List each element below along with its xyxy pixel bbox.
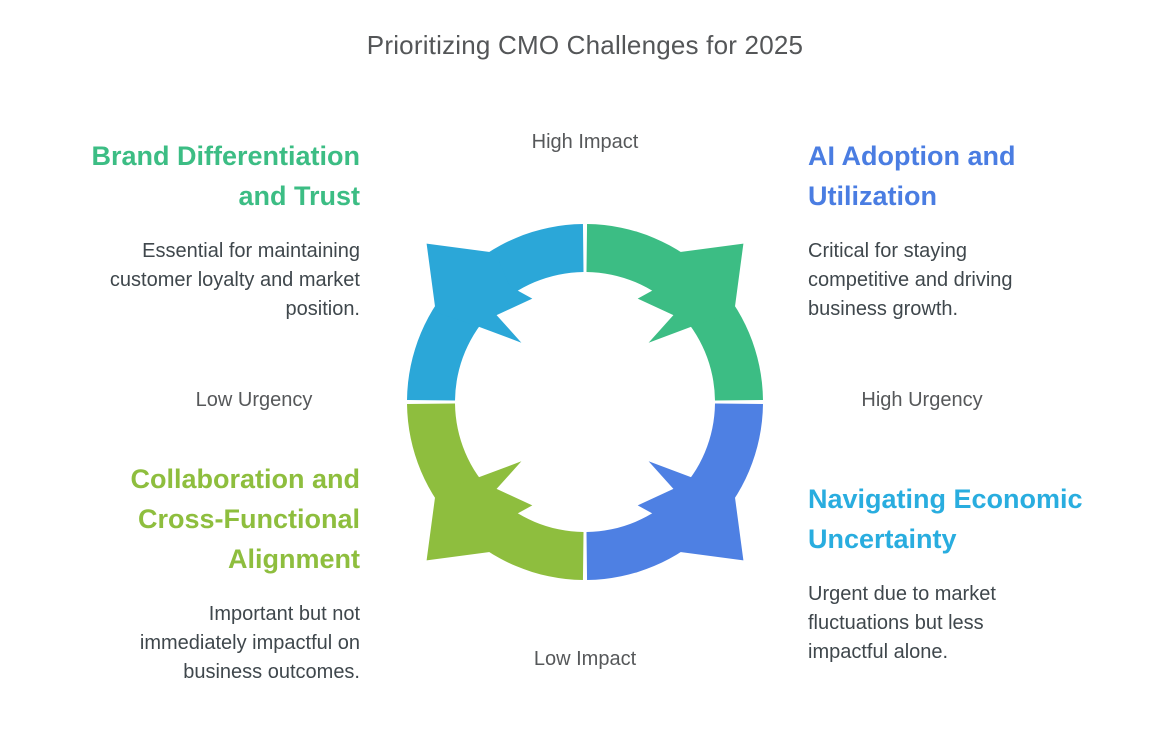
ring-segment-bottom-right (586, 403, 763, 580)
quadrant-economic-uncertainty: Navigating Economic Uncertainty Urgent d… (808, 479, 1138, 667)
quadrant-title: Navigating Economic Uncertainty (808, 484, 1083, 554)
quadrant-description: Critical for staying competitive and dri… (808, 240, 1013, 320)
ring-segment-top-left (407, 224, 584, 401)
quadrant-title: AI Adoption and Utilization (808, 141, 1016, 211)
quadrant-title: Collaboration and Cross-Functional Align… (130, 464, 361, 574)
quadrant-description: Important but not immediately impactful … (139, 603, 360, 683)
quadrant-ai-adoption: AI Adoption and Utilization Critical for… (808, 136, 1138, 324)
page-title: Prioritizing CMO Challenges for 2025 (366, 30, 804, 60)
quadrant-collaboration: Collaboration and Cross-Functional Align… (50, 459, 361, 687)
axis-label-high-impact: High Impact (531, 131, 639, 153)
axis-label-low-impact: Low Impact (533, 648, 637, 670)
quadrant-brand-differentiation: Brand Differentiation and Trust Essentia… (50, 136, 360, 324)
quadrant-description: Urgent due to market fluctuations but le… (808, 583, 996, 663)
ring-segment-bottom-left (407, 403, 584, 580)
axis-label-high-urgency: High Urgency (861, 389, 983, 411)
quadrant-description: Essential for maintaining customer loyal… (109, 240, 360, 320)
quadrant-title: Brand Differentiation and Trust (91, 141, 360, 211)
ring-segment-top-right (586, 224, 763, 401)
cycle-arrows-diagram (407, 224, 763, 580)
axis-label-low-urgency: Low Urgency (195, 389, 313, 411)
